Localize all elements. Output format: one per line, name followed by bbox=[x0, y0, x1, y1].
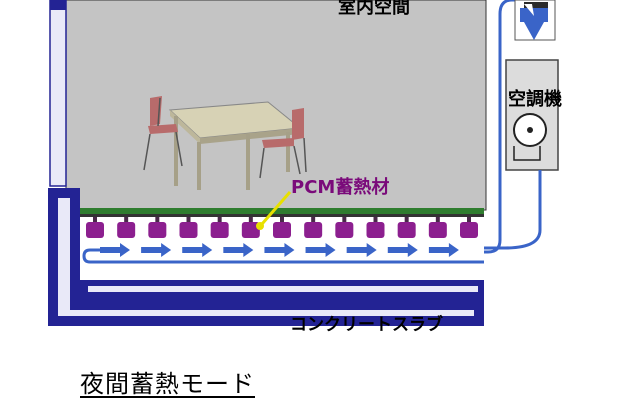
pcm-block bbox=[366, 217, 385, 238]
floor-strip-dark bbox=[80, 214, 484, 217]
underfloor-duct bbox=[82, 175, 542, 264]
pcm-block bbox=[397, 217, 416, 238]
pcm-pointer bbox=[256, 191, 292, 230]
slab-label: コンクリートスラブ bbox=[290, 315, 443, 335]
pcm-block bbox=[304, 217, 323, 238]
arrow-right-icon bbox=[182, 243, 213, 257]
pcm-block bbox=[210, 217, 229, 238]
arrow-right-icon bbox=[428, 243, 459, 257]
arrow-right-icon bbox=[141, 243, 172, 257]
mode-title: 夜間蓄熱モード bbox=[80, 370, 255, 398]
supply-duct bbox=[484, 0, 556, 254]
pcm-label: PCM蓄熱材 bbox=[291, 177, 390, 198]
room-space bbox=[65, 0, 487, 211]
pcm-block bbox=[241, 217, 260, 238]
pcm-block bbox=[148, 217, 167, 238]
arrow-right-icon bbox=[387, 243, 418, 257]
arrow-right-icon bbox=[305, 243, 336, 257]
arrow-right-icon bbox=[264, 243, 295, 257]
air-conditioner-label: 空調機 bbox=[508, 89, 562, 110]
room-label: 室内空間 bbox=[338, 0, 410, 18]
pcm-block bbox=[460, 217, 478, 238]
arrow-right-icon bbox=[100, 243, 130, 257]
concrete-slab bbox=[48, 188, 484, 326]
pcm-block bbox=[86, 217, 104, 238]
left-wall-upper bbox=[49, 0, 67, 187]
pcm-block bbox=[117, 217, 136, 238]
pcm-block bbox=[428, 217, 447, 238]
table-and-chairs bbox=[143, 96, 307, 190]
air-conditioner bbox=[505, 59, 559, 178]
airflow-arrows bbox=[100, 243, 459, 257]
pcm-block bbox=[179, 217, 198, 238]
arrow-right-icon bbox=[346, 243, 377, 257]
pcm-layer bbox=[86, 217, 478, 238]
pcm-block bbox=[273, 217, 291, 238]
arrow-right-icon bbox=[223, 243, 254, 257]
floor-strip bbox=[80, 208, 484, 216]
fan-icon bbox=[513, 113, 547, 161]
pcm-block bbox=[335, 217, 354, 238]
